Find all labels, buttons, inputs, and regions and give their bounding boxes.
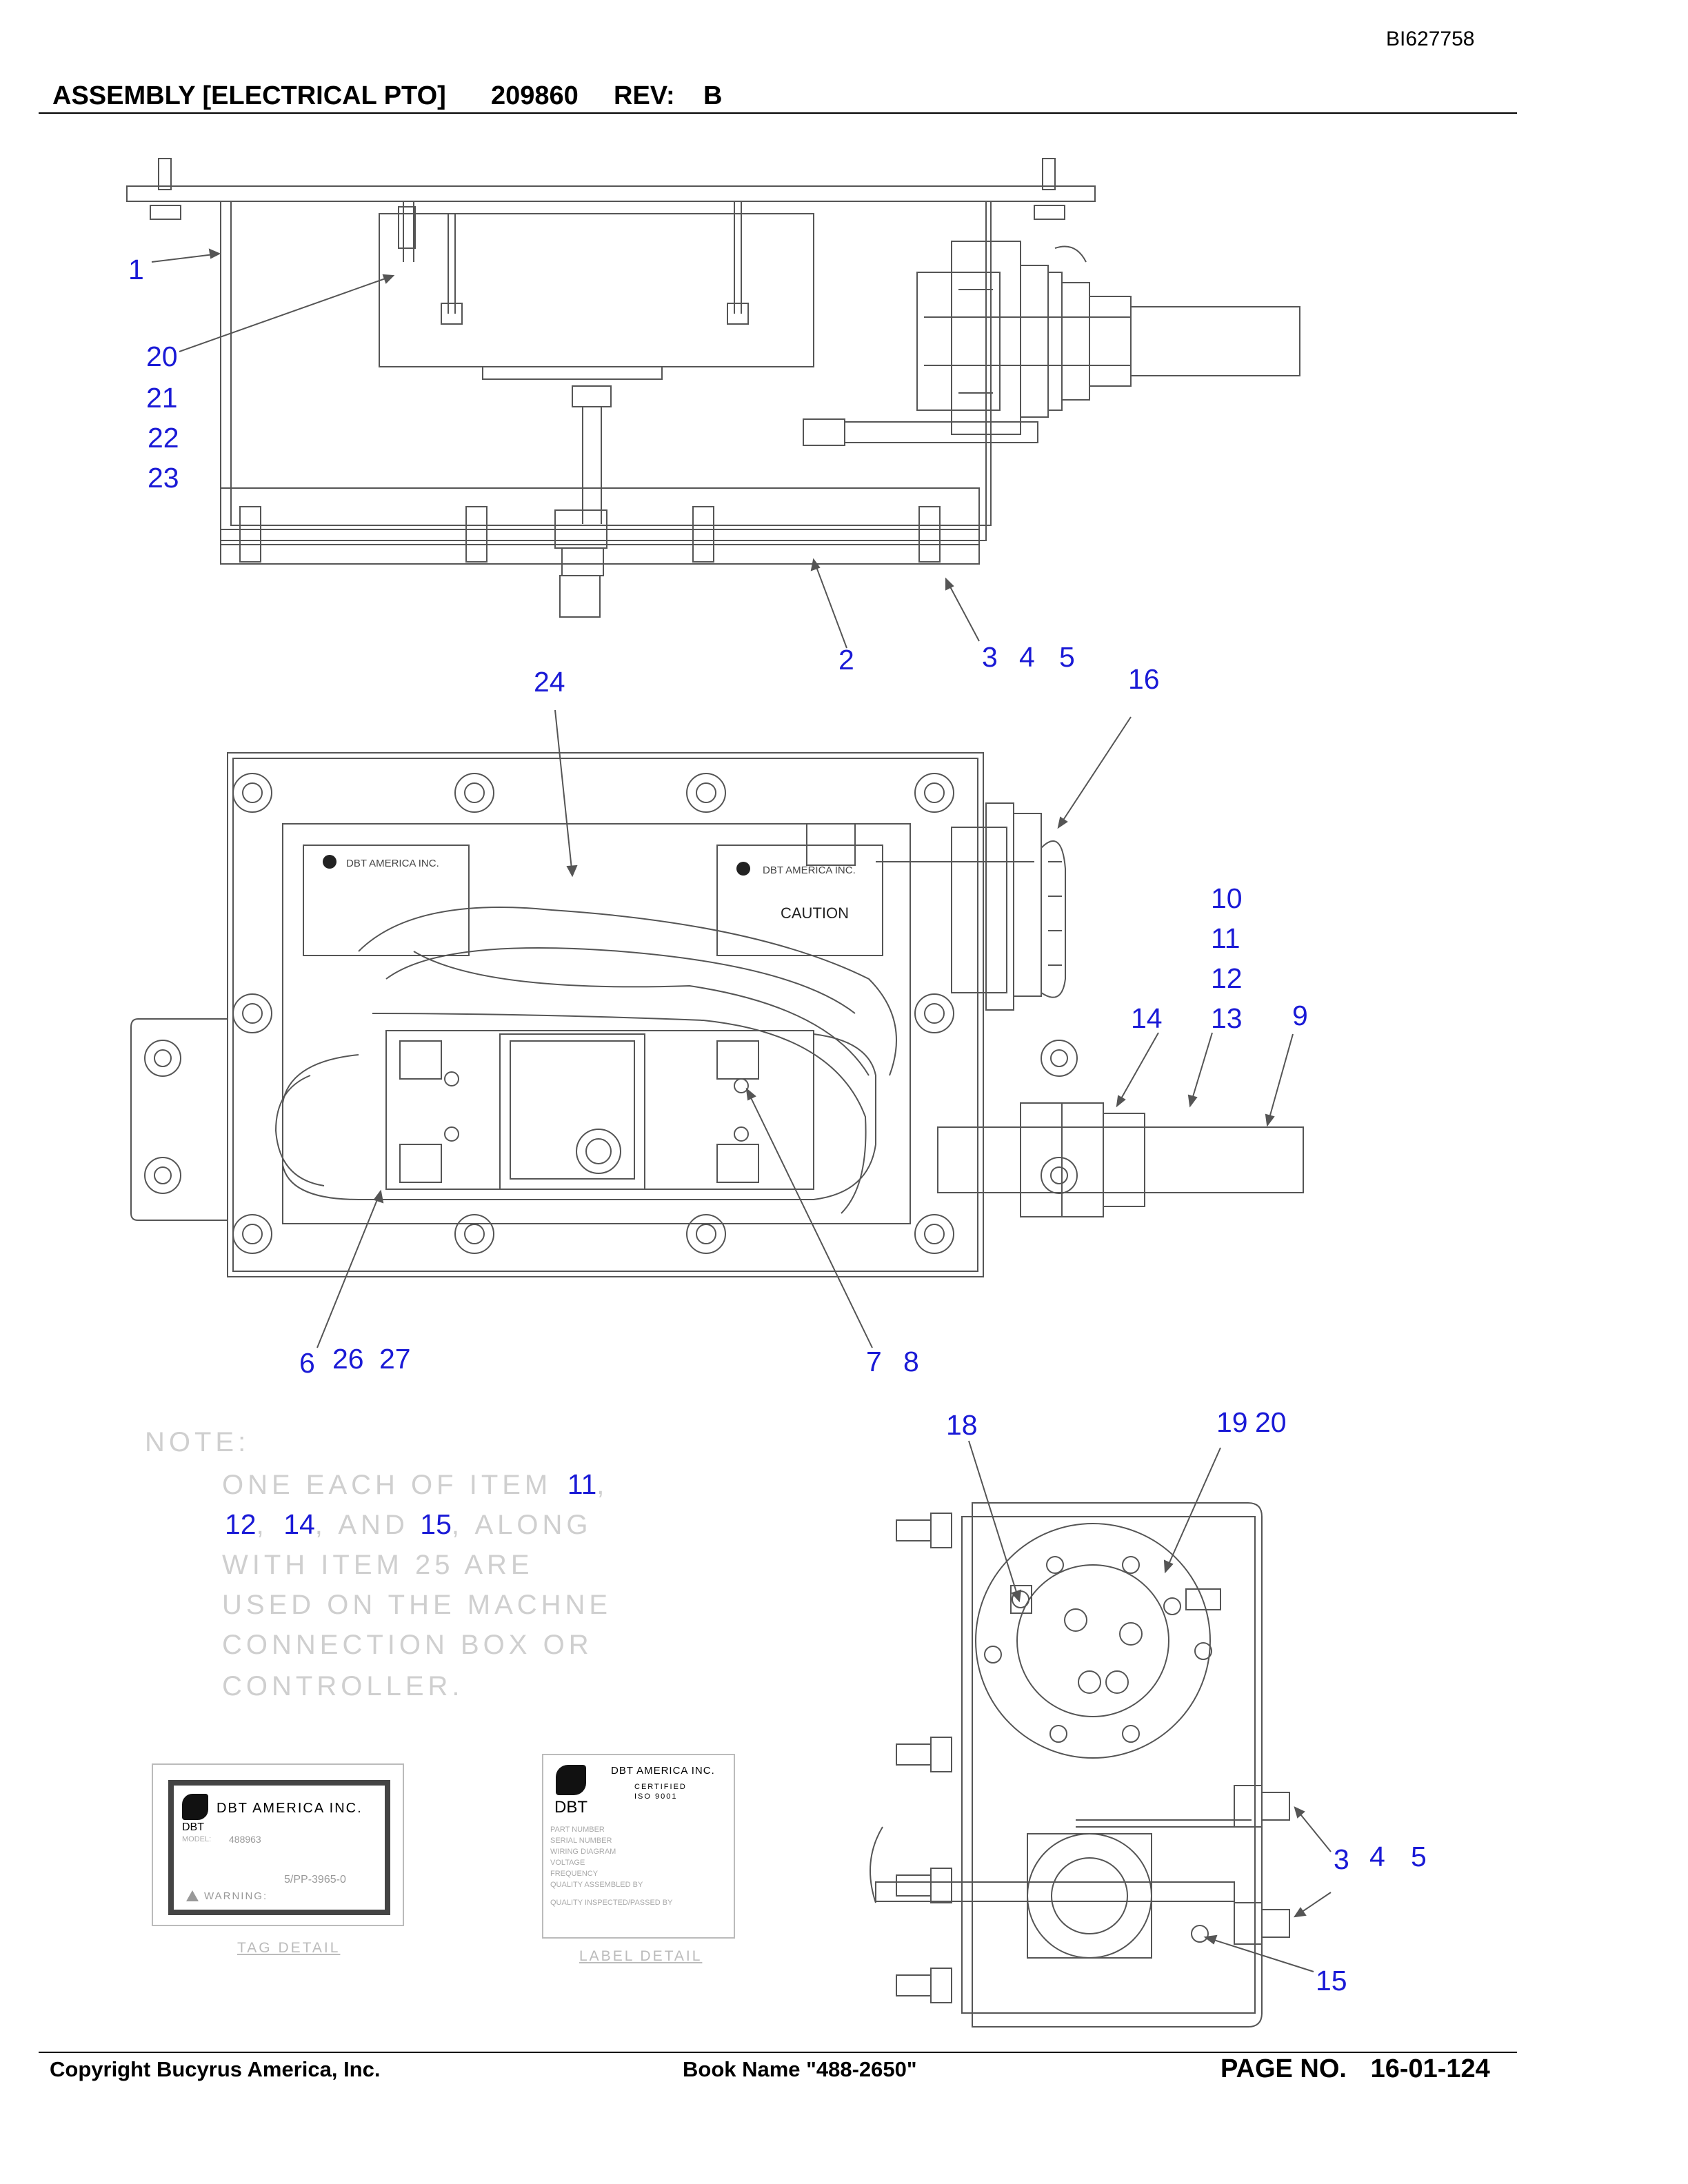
footer-rule (39, 2052, 1517, 2053)
label-row: SERIAL NUMBER (550, 1837, 612, 1845)
callout-7: 7 (866, 1346, 882, 1377)
note-line-5: CONNECTION BOX OR (222, 1630, 593, 1660)
callout-23: 23 (148, 462, 179, 494)
note-comma: , (314, 1510, 327, 1540)
callout-27: 27 (379, 1343, 411, 1375)
callout-24: 24 (534, 666, 565, 698)
callout-14: 14 (1131, 1002, 1163, 1034)
callout-21: 21 (146, 382, 178, 414)
rev-value: B (703, 81, 723, 110)
callout-4: 4 (1019, 641, 1035, 673)
label-logo-text: DBT (554, 1798, 587, 1817)
note-comma: , (256, 1510, 268, 1540)
callout-5b: 5 (1411, 1841, 1427, 1872)
tag-model-label: MODEL: (182, 1835, 212, 1843)
tag-logo-text: DBT (182, 1821, 204, 1833)
callout-12: 12 (1211, 962, 1243, 994)
plate-right-company: DBT AMERICA INC. (763, 865, 856, 876)
callout-6: 6 (299, 1347, 315, 1379)
note-item-14: 14 (283, 1508, 315, 1540)
label-detail-caption: LABEL DETAIL (579, 1948, 703, 1964)
label-detail-frame: DBT DBT AMERICA INC. CERTIFIED ISO 9001 … (542, 1754, 735, 1939)
callout-26: 26 (332, 1343, 364, 1375)
label-certified: CERTIFIED (634, 1783, 687, 1791)
note-line-2: 12, 14, AND 15, ALONG (225, 1508, 592, 1541)
note-line-1-text: ONE EACH OF ITEM (222, 1470, 552, 1500)
note-item-15: 15 (420, 1508, 452, 1540)
label-row: VOLTAGE (550, 1859, 585, 1867)
tag-company: DBT AMERICA INC. (217, 1801, 363, 1816)
label-row: WIRING DIAGRAM (550, 1848, 616, 1856)
label-row: QUALITY INSPECTED/PASSED BY (550, 1899, 673, 1907)
callout-2: 2 (838, 644, 854, 676)
callout-1: 1 (128, 254, 144, 285)
copyright: Copyright Bucyrus America, Inc. (50, 2057, 381, 2081)
callout-20: 20 (146, 341, 178, 372)
plan-view (130, 752, 1304, 1277)
callout-11: 11 (1211, 922, 1240, 954)
note-and: AND (338, 1510, 409, 1540)
callout-10: 10 (1211, 882, 1243, 914)
book-name: Book Name "488-2650" (683, 2057, 917, 2081)
end-view (870, 1502, 1290, 2028)
tag-detail-frame: DBT DBT AMERICA INC. MODEL: 488963 5/PP-… (152, 1763, 404, 1926)
note-comma: , (451, 1510, 464, 1540)
label-row: QUALITY ASSEMBLED BY (550, 1881, 643, 1889)
rev-label: REV: (614, 81, 675, 110)
note-comma: , (596, 1470, 609, 1500)
callout-8: 8 (903, 1346, 919, 1377)
callout-9: 9 (1292, 1000, 1308, 1031)
tag-inner: DBT DBT AMERICA INC. MODEL: 488963 5/PP-… (168, 1780, 390, 1915)
tag-model-value: 488963 (229, 1834, 261, 1845)
callout-5: 5 (1059, 641, 1075, 673)
tag-cert-number: 5/PP-3965-0 (284, 1874, 346, 1885)
part-number: 209860 (491, 81, 579, 110)
callout-4b: 4 (1369, 1841, 1385, 1872)
document-id: BI627758 (1386, 28, 1475, 50)
page-label: PAGE NO. (1220, 2054, 1347, 2083)
tag-detail-caption: TAG DETAIL (237, 1940, 341, 1956)
note-heading: NOTE: (145, 1427, 250, 1457)
note-line-6: CONTROLLER. (222, 1671, 464, 1701)
plate-left-logo (323, 855, 336, 869)
label-company: DBT AMERICA INC. (611, 1765, 715, 1777)
warning-icon (186, 1890, 199, 1901)
label-row: FREQUENCY (550, 1870, 599, 1878)
side-view (126, 158, 1300, 618)
callout-22: 22 (148, 422, 179, 454)
callout-15: 15 (1316, 1965, 1347, 1996)
caution-label: CAUTION (781, 904, 849, 922)
plate-left-company: DBT AMERICA INC. (346, 858, 439, 869)
callout-20b: 20 (1255, 1406, 1287, 1438)
note-item-11: 11 (567, 1468, 597, 1500)
header-rule (39, 112, 1517, 114)
plate-right-logo (736, 862, 750, 876)
note-along: ALONG (474, 1510, 592, 1540)
callout-3: 3 (982, 641, 998, 673)
dbt-logo-icon (556, 1765, 586, 1795)
callout-19: 19 (1216, 1406, 1248, 1438)
page-value: 16-01-124 (1370, 2054, 1490, 2083)
label-rows: PART NUMBER SERIAL NUMBER WIRING DIAGRAM… (550, 1824, 727, 1908)
tag-warning: WARNING: (204, 1890, 268, 1902)
note-line-1: ONE EACH OF ITEM 11, (222, 1468, 608, 1501)
label-row: PART NUMBER (550, 1826, 605, 1834)
callout-16: 16 (1128, 663, 1160, 695)
note-line-4: USED ON THE MACHNE (222, 1590, 612, 1620)
page-number: PAGE NO. 16-01-124 (1220, 2054, 1490, 2084)
note-line-3: WITH ITEM 25 ARE (222, 1550, 534, 1580)
label-iso: ISO 9001 (634, 1792, 678, 1801)
callout-3b: 3 (1334, 1843, 1349, 1875)
callout-13: 13 (1211, 1002, 1243, 1034)
assembly-title: ASSEMBLY [ELECTRICAL PTO] (52, 81, 446, 110)
dbt-logo-icon (182, 1794, 208, 1820)
callout-18: 18 (946, 1409, 978, 1441)
note-item-12: 12 (225, 1508, 257, 1540)
